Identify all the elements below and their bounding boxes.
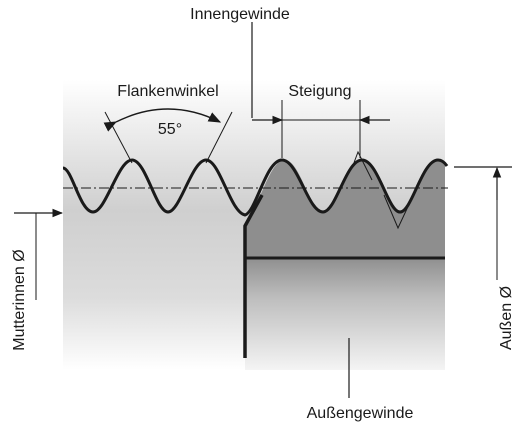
bolt-shank bbox=[245, 258, 445, 370]
angle-value-label: 55° bbox=[158, 121, 182, 138]
mutterinnen-label: Mutterinnen Ø bbox=[11, 249, 28, 350]
flank-line-right bbox=[205, 111, 233, 164]
bolt-thread-region bbox=[245, 160, 445, 258]
flankenwinkel-label: Flankenwinkel bbox=[117, 83, 218, 100]
sharp-v-outline-bottom bbox=[383, 194, 413, 230]
thread-profile bbox=[62, 158, 449, 217]
sharp-v-outline bbox=[351, 150, 373, 181]
innengewinde-label: Innengewinde bbox=[190, 6, 290, 23]
steigung-label: Steigung bbox=[288, 83, 351, 100]
aussengewinde-label: Außengewinde bbox=[307, 405, 414, 422]
aussen-label: Außen Ø bbox=[498, 286, 515, 350]
bolt-outline bbox=[243, 194, 264, 358]
flank-angle-arc bbox=[103, 108, 222, 132]
